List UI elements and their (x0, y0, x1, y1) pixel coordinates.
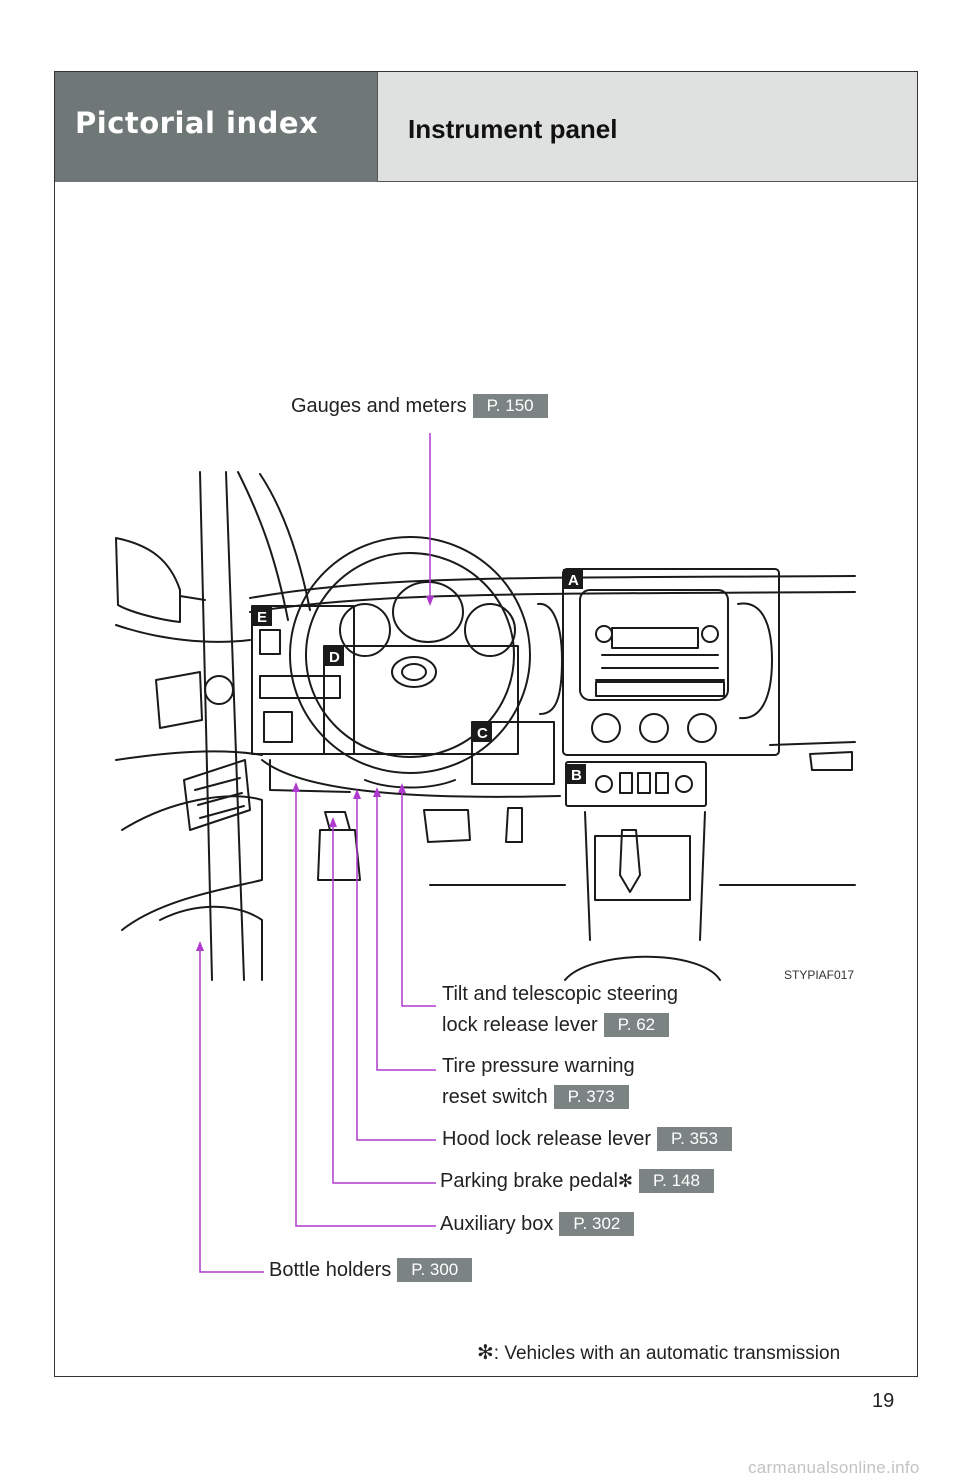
section-tab: Pictorial index (55, 72, 377, 182)
page-ref-parking[interactable]: P. 148 (638, 1169, 714, 1193)
figure-code: STYPIAF017 (784, 968, 855, 982)
section-title: Pictorial index (75, 106, 319, 140)
marker-d: D (329, 649, 340, 666)
page-ref-tire[interactable]: P. 373 (553, 1085, 629, 1109)
callout-tilt: Tilt and telescopic steering lock releas… (442, 983, 679, 1037)
marker-c: C (477, 725, 488, 742)
page-ref-tilt[interactable]: P. 62 (603, 1013, 670, 1037)
section-markers (252, 569, 586, 784)
footnote: ✻: Vehicles with an automatic transmissi… (477, 1340, 841, 1364)
page-frame: Pictorial index Instrument panel (54, 71, 918, 1377)
title-bar: Instrument panel (377, 72, 917, 182)
page-ref-hood[interactable]: P. 353 (657, 1127, 732, 1151)
marker-e: E (257, 609, 267, 626)
asterisk-icon: ✻ (477, 1340, 494, 1364)
page-title: Instrument panel (408, 114, 618, 144)
page-number: 19 (872, 1390, 895, 1412)
callout-parking-brake: Parking brake pedal✻P. 148 (440, 1166, 714, 1197)
page-ref-gauges[interactable]: P. 150 (472, 394, 548, 418)
page-ref-auxiliary[interactable]: P. 302 (559, 1212, 635, 1236)
marker-b: B (571, 767, 582, 784)
asterisk-icon: ✻ (617, 1171, 633, 1192)
leader-lines (199, 433, 436, 1273)
page-ref-bottle[interactable]: P. 300 (397, 1258, 473, 1282)
watermark: carmanualsonline.info (748, 1458, 920, 1477)
marker-a: A (568, 572, 579, 589)
